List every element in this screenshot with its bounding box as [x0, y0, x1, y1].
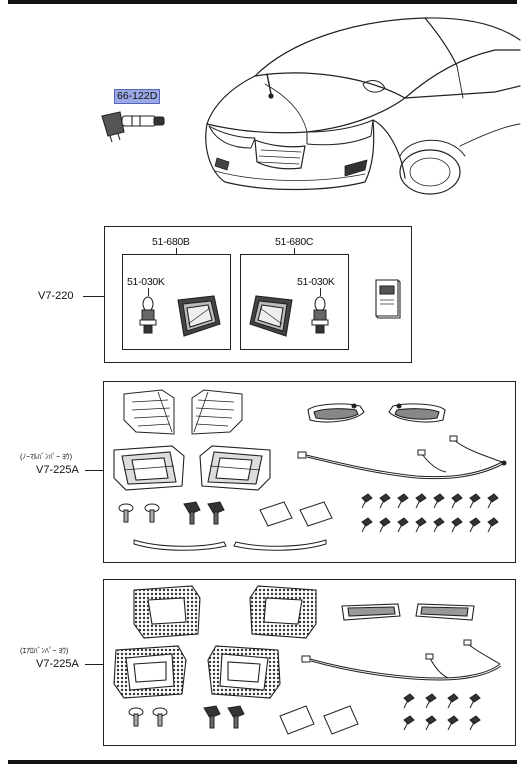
kit-left-subframe [122, 254, 231, 350]
adhesive-pad-illustration [276, 704, 366, 736]
kit-group-label: V7-220 [38, 290, 74, 302]
bezel-garnish-illustration [130, 584, 320, 640]
bulb-right-part-label: 51-030K [297, 276, 335, 288]
bottom-rule [8, 760, 517, 764]
bulb-left-leader [148, 288, 149, 296]
bezel-garnish-illustration [112, 442, 272, 494]
kit-left-part-label: 51-680B [152, 236, 190, 248]
aero-bumper-leader [85, 664, 103, 665]
normal-bumper-group-label: V7-225A [36, 464, 79, 476]
fog-lamp-bulb-illustration [310, 296, 330, 336]
kit-right-subframe [240, 254, 349, 350]
kit-group-leader [83, 296, 104, 297]
switch-part-label: 66-122D [114, 89, 161, 104]
aero-bumper-note: (ｴｱﾛﾊﾞﾝﾊﾟｰ ﾖｳ) [20, 646, 69, 655]
instruction-manual-illustration [372, 278, 402, 318]
fog-lamp-unit-illustration [174, 294, 224, 338]
kit-left-leader [176, 248, 177, 254]
normal-bumper-leader [85, 470, 103, 471]
adhesive-pad-illustration [256, 500, 336, 530]
normal-bumper-note: (ﾉｰﾏﾙﾊﾞﾝﾊﾟｰ ﾖｳ) [20, 452, 73, 461]
bulb-right-leader [320, 288, 321, 296]
screw-bolt-illustration [398, 692, 498, 740]
fog-lamp-switch-illustration [98, 108, 168, 142]
wiring-harness-illustration [300, 636, 506, 690]
top-rule [8, 0, 517, 4]
fog-lamp-unit-illustration [304, 400, 449, 426]
fog-lamp-bulb-illustration [138, 296, 158, 336]
bulb-left-part-label: 51-030K [127, 276, 165, 288]
screw-bolt-illustration [128, 704, 258, 734]
wiring-harness-illustration [296, 432, 510, 490]
bezel-garnish-illustration [118, 388, 248, 440]
kit-right-part-label: 51-680C [275, 236, 314, 248]
fog-lamp-unit-illustration [338, 600, 478, 624]
aero-bumper-group-label: V7-225A [36, 658, 79, 670]
screw-bolt-illustration [118, 500, 238, 528]
bezel-garnish-illustration [112, 644, 282, 702]
car-front-three-quarter-illustration [195, 6, 525, 206]
kit-right-leader [294, 248, 295, 254]
fog-lamp-unit-illustration [246, 294, 296, 338]
trim-strip-illustration [130, 532, 330, 554]
aero-bumper-frame [103, 579, 516, 746]
normal-bumper-frame [103, 381, 516, 563]
fog-lamp-kit-frame [104, 226, 412, 363]
screw-bolt-illustration [356, 492, 506, 540]
